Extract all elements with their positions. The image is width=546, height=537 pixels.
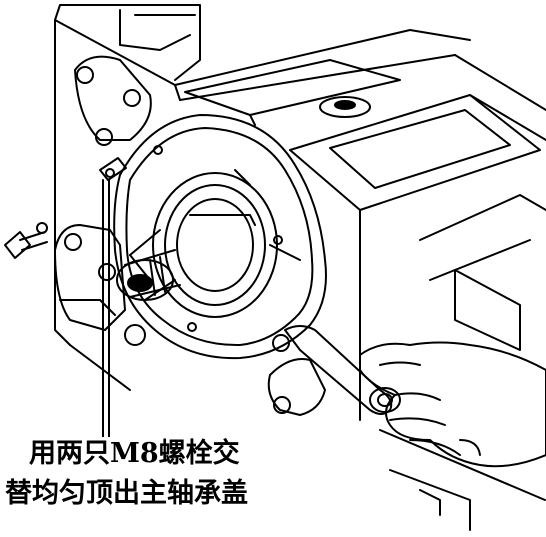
upper-cover	[74, 55, 152, 146]
leader-lines	[102, 179, 110, 441]
spanner	[284, 325, 401, 415]
bearing-and-shaft	[116, 172, 278, 318]
m8-bolt-left	[4, 222, 48, 259]
lower-right-cover	[267, 334, 326, 416]
top-washer	[319, 96, 371, 118]
left-cover	[54, 224, 146, 346]
main-bearing-cover	[113, 114, 327, 360]
caption-line-2: 替均匀顶出主轴承盖	[2, 477, 251, 511]
caption-line-1: 用两只M8螺栓交	[26, 437, 243, 471]
m8-bolt-upper	[99, 157, 127, 181]
hand	[359, 341, 546, 468]
gearbox-housing	[54, 4, 546, 531]
